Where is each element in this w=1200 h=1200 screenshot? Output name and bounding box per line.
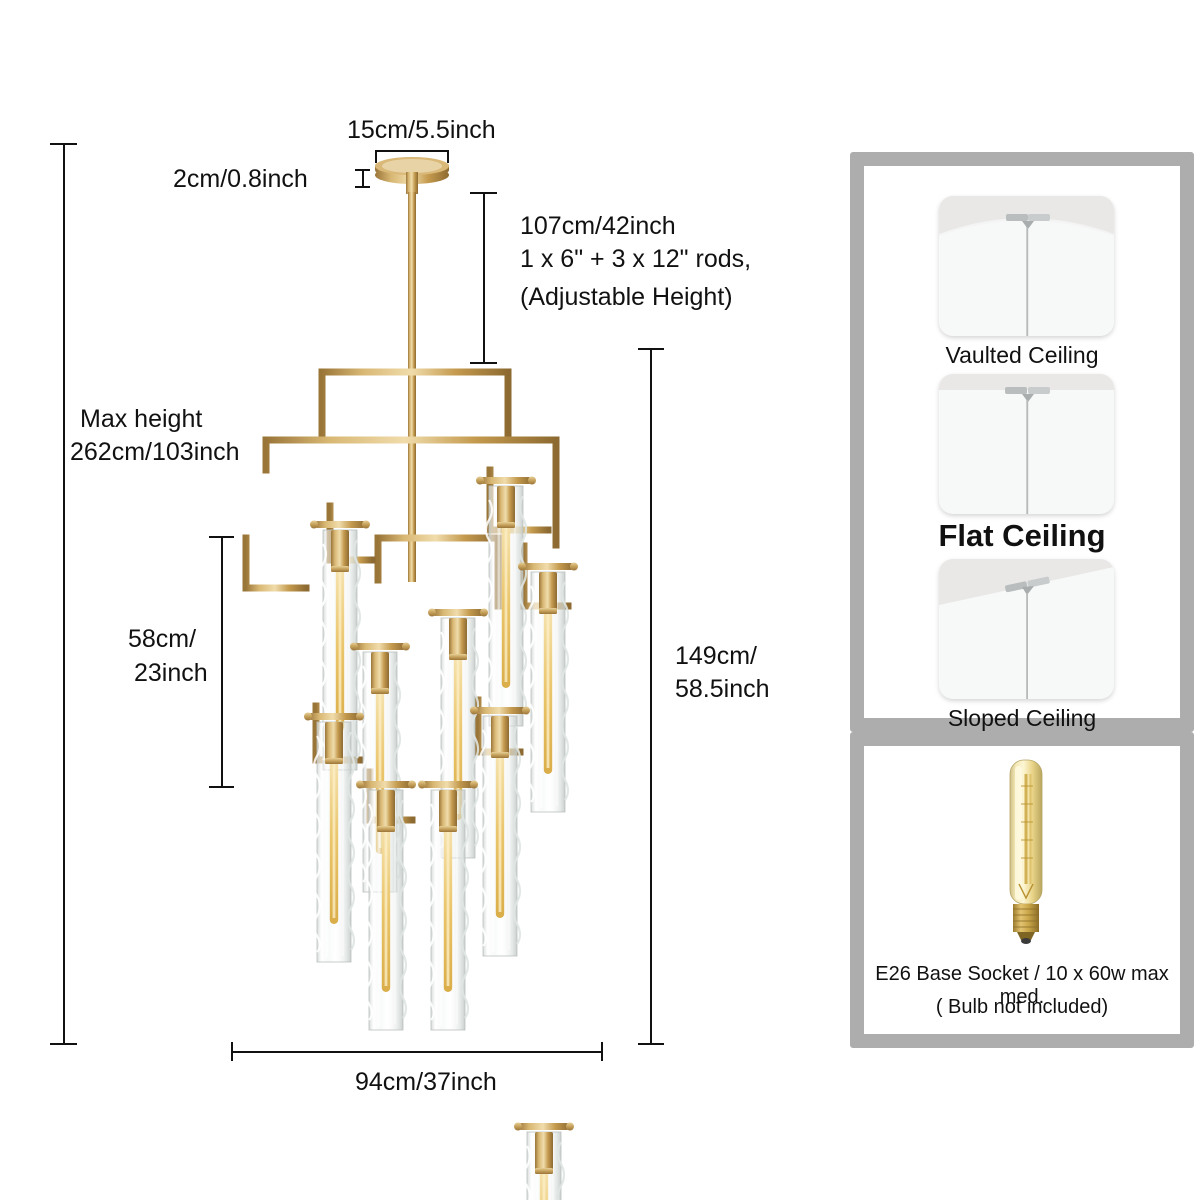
rod-detail-label: 1 x 6" + 3 x 12" rods, — [520, 245, 752, 273]
glass-shade-group-lower — [354, 779, 480, 1032]
overall-width-label: 94cm/37inch — [355, 1068, 497, 1096]
ceiling-label-vaulted: Vaulted Ceiling — [945, 342, 1099, 368]
ceiling-types-panel: Vaulted Ceiling Flat Ceiling — [850, 152, 1194, 732]
canopy-thickness-line — [362, 169, 364, 187]
overall-width-line — [231, 1051, 603, 1053]
shade-height-tick-top — [209, 536, 234, 538]
rod-length-label: 107cm/42inch — [520, 212, 676, 240]
sloped-ceiling-graphic — [939, 559, 1114, 699]
shade-height-label-line1: 58cm/ — [128, 625, 197, 653]
body-height-line — [650, 348, 652, 1045]
rod-length-tick-top — [470, 192, 497, 194]
bulb-panel: E26 Base Socket / 10 x 60w max med. ( Bu… — [850, 732, 1194, 1048]
bulb-graphic — [1009, 759, 1043, 944]
canopy-width-label: 15cm/5.5inch — [347, 116, 496, 144]
ceiling-label-sloped: Sloped Ceiling — [947, 705, 1097, 731]
max-height-line — [63, 143, 65, 1045]
flat-ceiling-graphic — [939, 374, 1114, 514]
canopy-thickness-tick-top — [355, 169, 370, 171]
bulb-caption-line2: ( Bulb not included) — [935, 996, 1109, 1018]
ceiling-card-sloped — [939, 559, 1114, 699]
max-height-tick-bottom — [50, 1043, 77, 1045]
canopy-width-tick-left — [375, 150, 377, 163]
vaulted-ceiling-graphic — [939, 196, 1114, 336]
canopy-thickness-label: 2cm/0.8inch — [173, 165, 308, 193]
overall-width-tick-right — [601, 1042, 603, 1061]
canopy-and-rod — [375, 157, 449, 582]
max-height-value: 262cm/103inch — [70, 438, 240, 466]
canopy-width-line — [375, 150, 449, 152]
body-height-tick-top — [638, 348, 664, 350]
rod-adjustable-label: (Adjustable Height) — [520, 283, 733, 311]
shade-height-line — [221, 536, 223, 788]
ceiling-label-flat: Flat Ceiling — [938, 518, 1106, 553]
bulb-caption-line1: E26 Base Socket / 10 x 60w max med. — [875, 963, 1169, 1008]
ceiling-card-flat — [939, 374, 1114, 514]
shade-height-tick-bottom — [209, 786, 234, 788]
overall-width-tick-left — [231, 1042, 233, 1061]
max-height-label: Max height — [80, 405, 203, 433]
ceiling-card-vaulted — [939, 196, 1114, 336]
body-height-label-line2: 58.5inch — [675, 675, 770, 703]
rod-length-line — [483, 192, 485, 364]
body-height-label-line1: 149cm/ — [675, 642, 757, 670]
rod-length-tick-bottom — [470, 362, 497, 364]
canopy-thickness-tick-bottom — [355, 186, 370, 188]
shade-height-label-line2: 23inch — [134, 659, 208, 687]
max-height-tick-top — [50, 143, 77, 145]
body-height-tick-bottom — [638, 1043, 664, 1045]
canopy-width-tick-right — [447, 150, 449, 163]
